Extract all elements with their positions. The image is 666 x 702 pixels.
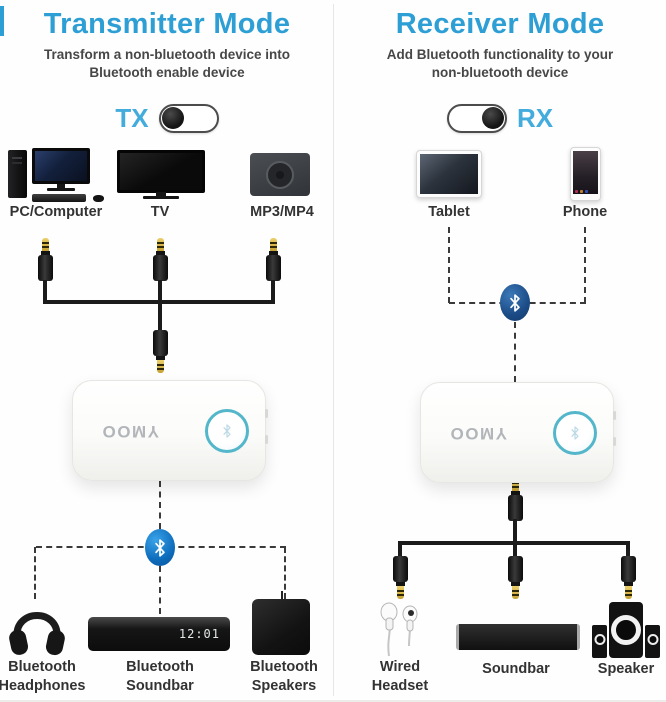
subwoofer	[609, 602, 643, 658]
device-logo: YMOO	[101, 421, 159, 441]
bluetooth-icon	[145, 529, 175, 566]
headphones-icon	[9, 612, 65, 656]
column-divider	[333, 4, 334, 696]
rx-label: RX	[516, 102, 554, 133]
wireless-link	[159, 566, 161, 614]
pc-monitor	[32, 148, 90, 184]
cable	[398, 541, 402, 557]
output-label-speakers: Bluetooth Speakers	[250, 659, 318, 694]
device-logo: YMOO	[449, 423, 507, 443]
source-label-phone: Phone	[562, 204, 608, 220]
tx-toggle-knob	[161, 107, 184, 129]
soundbar-icon	[456, 624, 580, 650]
satellite-speaker	[592, 625, 607, 658]
aux-plug-icon	[393, 556, 408, 599]
source-label-tv: TV	[150, 204, 170, 220]
satellite-speaker	[645, 625, 660, 658]
output-label-soundbar: Bluetooth Soundbar	[126, 659, 194, 694]
output-label-speaker: Speaker	[597, 661, 655, 677]
source-label-pc: PC/Computer	[9, 204, 103, 220]
pc-mouse	[93, 195, 104, 202]
speaker-cube-icon	[252, 591, 310, 655]
wireless-link	[284, 547, 286, 599]
soundbar-clock: 12:01	[178, 627, 220, 641]
source-label-mp3: MP3/MP4	[250, 204, 314, 220]
cable	[158, 300, 162, 332]
wireless-link	[584, 227, 586, 303]
bluetooth-button-icon[interactable]	[553, 410, 597, 455]
wireless-link	[34, 547, 36, 599]
soundbar-icon: 12:01	[88, 617, 230, 651]
output-label-wired-headset: Wired Headset	[371, 659, 429, 694]
pc-computer-icon	[8, 148, 104, 204]
tx-toggle-switch[interactable]	[158, 103, 219, 133]
aux-plug-icon	[153, 238, 168, 281]
rx-toggle-row: RX	[334, 101, 666, 135]
earbuds-icon	[380, 602, 418, 657]
transmitter-subtitle-line1: Transform a non-bluetooth device into	[43, 47, 290, 62]
phone-icon	[570, 147, 601, 201]
tx-toggle-row: TX	[0, 101, 334, 135]
cable	[158, 280, 162, 304]
speaker-set-icon	[592, 602, 660, 658]
cable	[626, 541, 630, 557]
aux-plug-icon	[508, 556, 523, 599]
pc-keyboard	[32, 194, 86, 202]
output-label-soundbar: Soundbar	[482, 661, 550, 677]
output-label-headphones: Bluetooth Headphones	[0, 659, 86, 694]
cable	[271, 280, 275, 304]
aux-plug-icon	[153, 330, 168, 373]
transmitter-subtitle: Transform a non-bluetooth device into Bl…	[0, 46, 334, 82]
receiver-title: Receiver Mode	[395, 8, 605, 40]
ymoo-transmitter-device: YMOO	[72, 380, 268, 481]
cable	[513, 519, 517, 545]
tablet-icon	[416, 150, 482, 198]
aux-plug-icon	[38, 238, 53, 281]
wireless-link	[514, 322, 516, 382]
source-label-tablet: Tablet	[428, 204, 470, 220]
aux-plug-icon	[266, 238, 281, 281]
receiver-subtitle: Add Bluetooth functionality to your non-…	[334, 46, 666, 82]
receiver-subtitle-line1: Add Bluetooth functionality to your	[386, 47, 614, 62]
ymoo-receiver-device: YMOO	[420, 382, 616, 483]
tx-label: TX	[115, 102, 149, 133]
cable	[513, 541, 517, 557]
cable	[43, 280, 47, 304]
rx-toggle-switch[interactable]	[446, 103, 507, 133]
aux-plug-icon	[508, 478, 523, 521]
bluetooth-button-icon[interactable]	[205, 408, 249, 453]
transmitter-subtitle-line2: Bluetooth enable device	[89, 65, 245, 81]
mp3-player-icon	[250, 153, 310, 196]
bluetooth-icon	[500, 284, 530, 321]
aux-plug-icon	[621, 556, 636, 599]
transmitter-title: Transmitter Mode	[43, 8, 291, 40]
pc-tower	[8, 150, 27, 198]
receiver-subtitle-line2: non-bluetooth device	[431, 65, 569, 81]
rx-toggle-knob	[481, 107, 504, 129]
wireless-link	[159, 481, 161, 529]
tv-icon	[117, 150, 205, 200]
wireless-link	[448, 227, 450, 303]
edge-artifact	[0, 6, 4, 36]
